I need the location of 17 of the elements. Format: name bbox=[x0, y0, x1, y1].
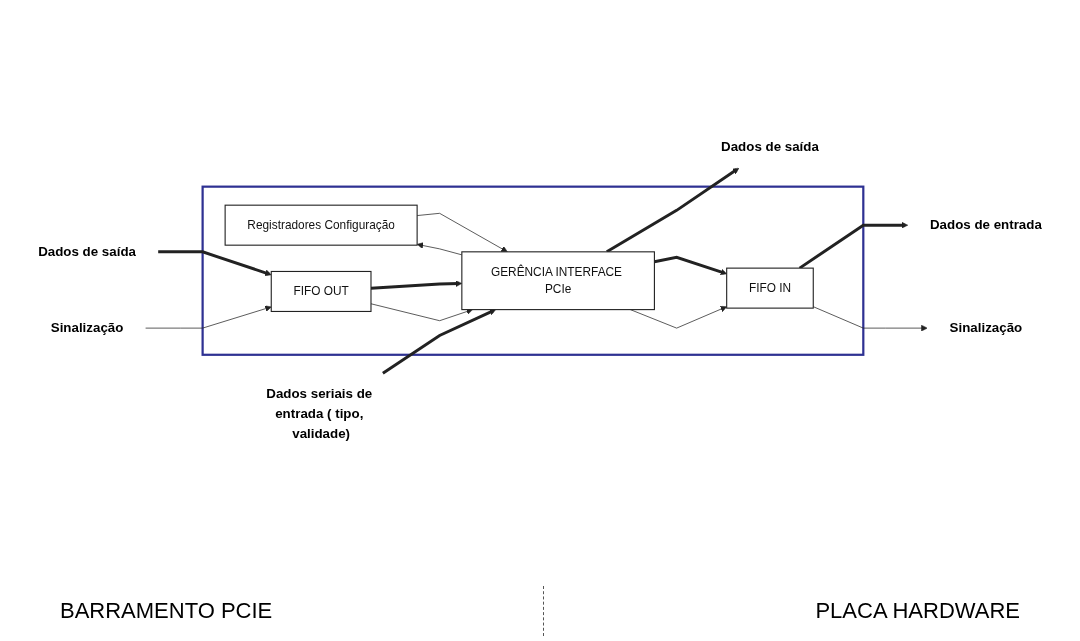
node-text: Dados de entrada bbox=[929, 217, 1042, 232]
node-box: GERÊNCIA INTERFACE PCIe bbox=[461, 251, 655, 310]
node-text: Dados de saída bbox=[38, 243, 136, 259]
node-text: Dados de saída bbox=[721, 139, 819, 154]
node-box: FIFO IN bbox=[726, 267, 814, 309]
arrow bbox=[654, 255, 727, 275]
region-label: PLACA HARDWARE bbox=[815, 598, 1020, 624]
node-text: Dados seriais de entrada ( tipo, validade) bbox=[266, 386, 373, 442]
node-text: Sinalização bbox=[50, 320, 124, 335]
cluster bbox=[201, 185, 865, 356]
region-label: BARRAMENTO PCIE bbox=[60, 598, 273, 624]
arrow bbox=[606, 167, 740, 253]
node-text: Sinalização bbox=[949, 320, 1023, 335]
node-box: Registradores Configuração bbox=[224, 204, 418, 246]
node-box: FIFO OUT bbox=[270, 270, 372, 312]
arrow bbox=[382, 308, 496, 375]
arrow bbox=[158, 250, 272, 276]
